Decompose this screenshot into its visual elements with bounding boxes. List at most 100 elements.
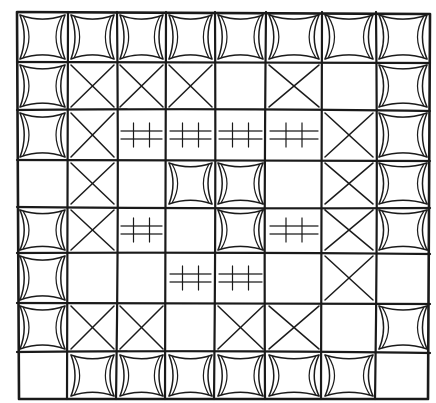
- curved-arc: [169, 355, 173, 396]
- grid-horizontal-line: [17, 62, 430, 63]
- curved-arc: [20, 306, 24, 349]
- cell-curved: [379, 163, 427, 204]
- curved-arc: [259, 355, 263, 396]
- curved-arc: [314, 15, 319, 59]
- curved-arc: [61, 65, 65, 107]
- curved-arc: [169, 163, 212, 167]
- grid-horizontal-line: [17, 160, 430, 161]
- curved-arc: [379, 55, 427, 59]
- cell-cross: [218, 306, 263, 349]
- curved-arc: [71, 355, 75, 396]
- curved-arc: [61, 210, 65, 250]
- curved-arc: [379, 65, 384, 107]
- curved-arc: [218, 210, 263, 214]
- cell-curved: [71, 355, 114, 396]
- curved-arc: [71, 15, 75, 59]
- curved-arc: [169, 15, 173, 59]
- curved-arc: [269, 15, 319, 19]
- curved-arc: [20, 15, 24, 59]
- cell-cross: [71, 210, 114, 250]
- cell-cross: [325, 113, 373, 157]
- curved-arc: [325, 355, 330, 396]
- curved-arc: [20, 246, 65, 250]
- curved-arc: [379, 113, 427, 117]
- curved-arc: [314, 355, 319, 396]
- curved-arc: [20, 55, 65, 59]
- cell-hash: [270, 123, 318, 147]
- curved-arc: [20, 65, 24, 107]
- grid-horizontal-line: [17, 253, 430, 254]
- curved-arc: [218, 392, 263, 396]
- curved-arc: [20, 103, 65, 107]
- curved-arc: [71, 55, 114, 59]
- curved-arc: [169, 163, 173, 204]
- cell-curved: [20, 306, 65, 349]
- cell-cross: [71, 113, 114, 157]
- curved-arc: [61, 113, 65, 157]
- curved-arc: [422, 65, 427, 107]
- cell-curved: [269, 355, 319, 396]
- curved-arc: [379, 200, 427, 204]
- cell-curved: [325, 15, 373, 59]
- curved-arc: [20, 210, 24, 250]
- cell-hash: [121, 123, 162, 147]
- curved-arc: [269, 355, 274, 396]
- curved-arc: [218, 355, 222, 396]
- cell-cross: [71, 163, 114, 204]
- cell-curved: [169, 355, 212, 396]
- curved-arc: [20, 15, 65, 19]
- curved-arc: [269, 55, 319, 59]
- curved-arc: [325, 15, 330, 59]
- cell-curved: [218, 163, 263, 204]
- curved-arc: [110, 355, 114, 396]
- cell-hash: [270, 218, 318, 242]
- cell-cross: [325, 163, 373, 204]
- curved-arc: [20, 210, 65, 214]
- curved-arc: [379, 15, 427, 19]
- curved-arc: [120, 15, 124, 59]
- cell-cross: [325, 210, 373, 250]
- curved-arc: [169, 55, 212, 59]
- cell-curved: [379, 113, 427, 157]
- curved-arc: [110, 15, 114, 59]
- curved-arc: [379, 210, 427, 214]
- curved-arc: [379, 306, 427, 310]
- cell-hash: [121, 218, 162, 242]
- curved-arc: [379, 15, 384, 59]
- curved-arc: [120, 355, 124, 396]
- grid-vertical-line: [67, 12, 68, 399]
- cell-cross: [325, 256, 373, 300]
- grid-horizontal-line: [17, 207, 430, 208]
- cell-cross: [71, 306, 114, 349]
- curved-arc: [379, 163, 384, 204]
- curved-arc: [120, 15, 163, 19]
- cell-curved: [218, 355, 263, 396]
- curved-arc: [368, 15, 373, 59]
- curved-arc: [269, 15, 274, 59]
- curved-arc: [208, 15, 212, 59]
- cell-cross: [120, 65, 163, 107]
- curved-arc: [379, 65, 427, 69]
- cell-curved: [120, 15, 163, 59]
- curved-arc: [269, 355, 319, 359]
- curved-arc: [20, 153, 65, 157]
- curved-arc: [259, 163, 263, 204]
- curved-arc: [379, 246, 427, 250]
- curved-arc: [61, 256, 65, 300]
- cell-curved: [218, 210, 263, 250]
- curved-arc: [120, 392, 163, 396]
- grid-vertical-line: [214, 12, 215, 399]
- curved-arc: [20, 296, 65, 300]
- curved-arc: [71, 355, 114, 359]
- curved-arc: [422, 306, 427, 349]
- curved-arc: [422, 210, 427, 250]
- curved-arc: [169, 355, 212, 359]
- curved-arc: [422, 15, 427, 59]
- curved-arc: [325, 355, 373, 359]
- curved-arc: [218, 355, 263, 359]
- curved-arc: [325, 15, 373, 19]
- curved-arc: [71, 15, 114, 19]
- curved-arc: [159, 355, 163, 396]
- curved-arc: [325, 55, 373, 59]
- curved-arc: [208, 355, 212, 396]
